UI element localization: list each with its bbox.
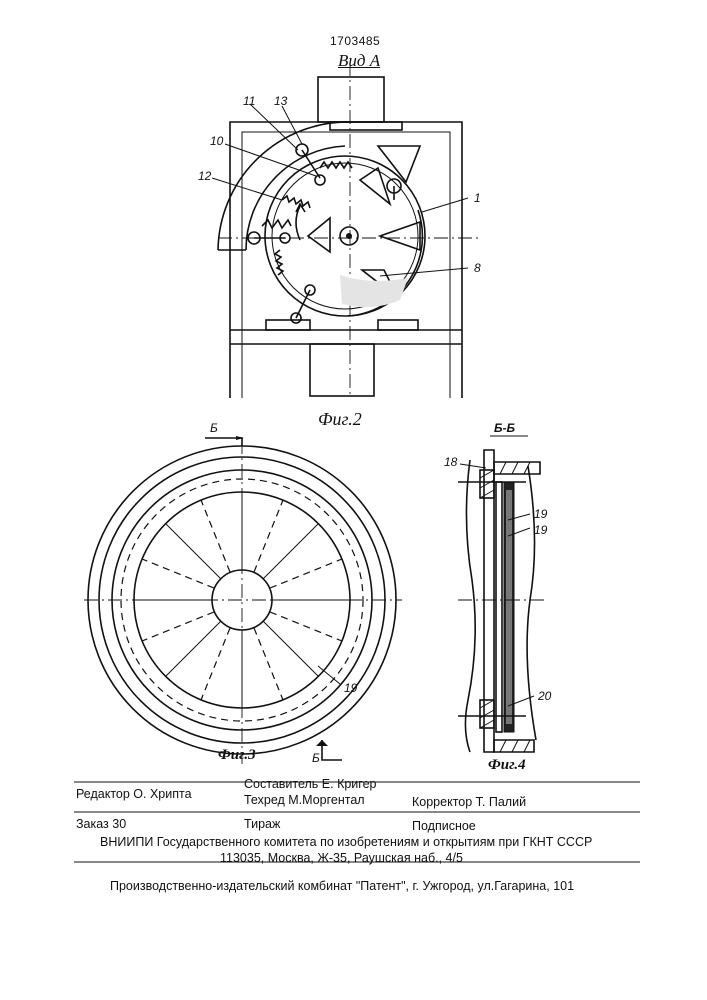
fig2-wheel-teeth-upper (320, 162, 352, 168)
fig4-callout-20: 20 (538, 690, 551, 702)
imprint-address: 113035, Москва, Ж-35, Раушская наб., 4/5 (220, 852, 463, 865)
imprint-corrector: Корректор Т. Палий (412, 796, 526, 809)
imprint-techeditor: Техред М.Моргентал (244, 794, 365, 807)
fig4-caption: Фиг.4 (488, 758, 526, 773)
fig2-callout-1: 1 (474, 192, 481, 204)
fig2-blade-top (360, 168, 390, 204)
fig2-caption: Фиг.2 (318, 410, 362, 428)
fig4-callout-19a: 19 (534, 508, 547, 520)
imprint-compiler: Составитель Е. Кригер (244, 778, 376, 791)
fig4-left-break (465, 460, 475, 752)
fig2-top-plate (330, 122, 402, 130)
fig2-callout-12: 12 (198, 170, 211, 182)
fig2-drawing (212, 62, 478, 398)
fig3-drawing (84, 436, 402, 764)
fig3-caption: Фиг.3 (218, 748, 256, 763)
fig2-top-shaft (318, 77, 384, 122)
imprint-editor: Редактор О. Хрипта (76, 788, 192, 801)
fig2-blade-left (308, 218, 330, 252)
imprint-subscription: Подписное (412, 820, 476, 833)
view-label: Вид А (338, 52, 380, 69)
fig2-bottom-plate-right (378, 320, 418, 330)
imprint-institute: ВНИИПИ Государственного комитета по изоб… (100, 836, 592, 849)
imprint-order: Заказ 30 (76, 818, 126, 831)
fig4-section-title: Б-Б (494, 422, 515, 434)
fig4-layer-b-inner (506, 490, 512, 724)
patent-number: 1703485 (330, 35, 380, 47)
fig2-wheel-teeth-left (275, 250, 283, 275)
fig2-callout-10: 10 (210, 135, 223, 147)
fig3-callout-19: 19 (344, 682, 357, 694)
fig3-spokes (134, 492, 350, 708)
imprint-circulation: Тираж (244, 818, 280, 831)
fig2-bottom-plate-left (266, 320, 310, 330)
fig3-section-mark-bottom-label: Б (312, 752, 320, 764)
fig3-section-mark-top-label: Б (210, 422, 218, 434)
fig2-blade-right (380, 222, 420, 250)
fig2-wheel-teeth-top (282, 196, 310, 208)
fig4-layer-a (496, 482, 502, 732)
fig4-callout-18: 18 (444, 456, 457, 468)
imprint-publisher: Производственно-издательский комбинат "П… (110, 880, 574, 893)
fig4-bottom-cover (494, 740, 534, 752)
fig2-callout-13: 13 (274, 95, 287, 107)
fig2-callout-8: 8 (474, 262, 481, 274)
fig4-callout-19b: 19 (534, 524, 547, 536)
fig2-bottom-shaft (310, 344, 374, 396)
fig4-drawing (458, 436, 548, 752)
fig2-callout-11: 11 (243, 95, 255, 107)
